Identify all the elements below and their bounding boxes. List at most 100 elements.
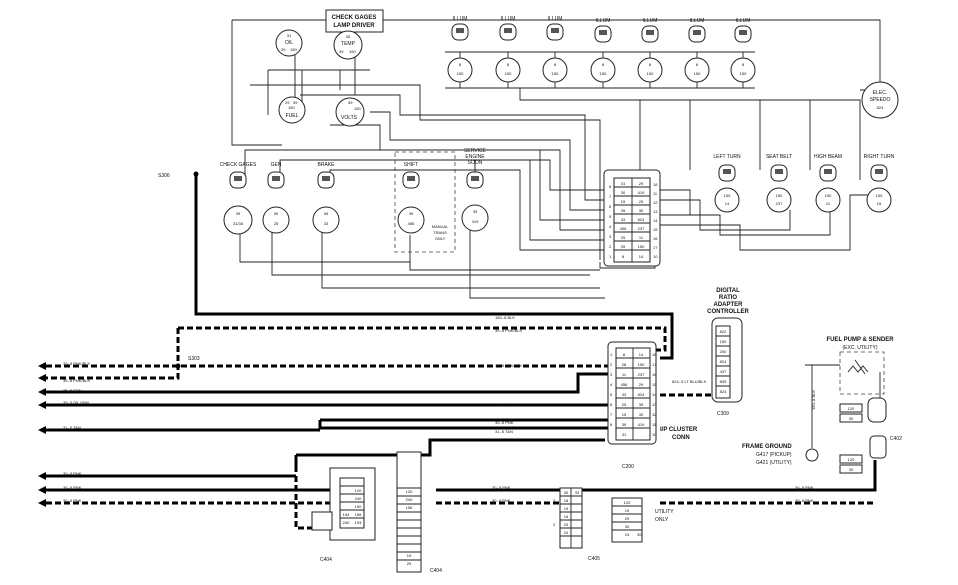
svg-text:8: 8 [610, 422, 613, 427]
svg-text:VOLTS: VOLTS [341, 115, 358, 121]
svg-text:150: 150 [776, 193, 783, 198]
svg-text:10: 10 [652, 432, 657, 437]
svg-text:6: 6 [609, 204, 612, 209]
svg-text:C404: C404 [320, 557, 332, 563]
svg-text:C405: C405 [588, 556, 600, 562]
svg-text:SPEEDO: SPEEDO [870, 97, 891, 103]
svg-text:39: 39 [622, 422, 627, 427]
svg-text:25: 25 [639, 199, 644, 204]
svg-text:S303: S303 [188, 356, 200, 362]
svg-text:2: 2 [553, 522, 556, 527]
svg-text:3: 3 [610, 372, 613, 377]
svg-text:456: 456 [408, 221, 415, 226]
svg-text:29: 29 [639, 181, 644, 186]
svg-text:30-.8 PNK: 30-.8 PNK [63, 485, 82, 490]
svg-text:31: 31 [622, 432, 627, 437]
svg-text:15: 15 [652, 382, 657, 387]
svg-text:150: 150 [638, 244, 645, 249]
splice-s303: S303 [175, 356, 200, 369]
svg-text:S306: S306 [158, 173, 170, 179]
svg-text:35: 35 [621, 208, 626, 213]
fuel-pump-sender: FUEL PUMP & SENDER (EXC. UTILITY) 120 30… [826, 337, 902, 474]
svg-text:150: 150 [638, 362, 645, 367]
svg-text:15: 15 [877, 201, 882, 206]
svg-text:30-.8 PNK: 30-.8 PNK [63, 498, 82, 503]
wire-labels: 150-.8 BLK 39-.8 PNK/BLK 39-.8 PNK/BLK 3… [63, 315, 816, 503]
svg-text:39-.8 PNK/BLK: 39-.8 PNK/BLK [495, 363, 522, 368]
svg-text:1: 1 [610, 352, 613, 357]
svg-text:7: 7 [609, 194, 612, 199]
svg-text:SERVICE: SERVICE [464, 148, 487, 154]
svg-text:15: 15 [621, 199, 626, 204]
lower-harness-wires [46, 174, 877, 530]
svg-text:39-.8 PNK/BLK: 39-.8 PNK/BLK [63, 361, 90, 366]
svg-text:12: 12 [652, 412, 657, 417]
svg-text:150: 150 [288, 105, 295, 110]
svg-text:4: 4 [610, 382, 613, 387]
svg-text:25: 25 [622, 402, 627, 407]
svg-text:OIL: OIL [285, 40, 293, 46]
illum-lamp-5: ILLUM 8 150 [637, 18, 663, 83]
svg-text:33: 33 [622, 392, 627, 397]
svg-text:30: 30 [621, 190, 626, 195]
svg-text:194: 194 [343, 512, 350, 517]
svg-text:822: 822 [720, 329, 727, 334]
svg-text:824-.5 LT BLU/BLK: 824-.5 LT BLU/BLK [672, 379, 707, 384]
svg-text:39: 39 [293, 100, 298, 105]
svg-text:ILLUM: ILLUM [453, 16, 468, 22]
svg-text:CONTROLLER: CONTROLLER [707, 309, 749, 315]
svg-text:ILLUM: ILLUM [736, 18, 751, 24]
svg-text:437: 437 [720, 369, 727, 374]
svg-text:ILLUM: ILLUM [690, 18, 705, 24]
svg-text:30-.8 PNK: 30-.8 PNK [492, 498, 511, 503]
svg-text:ONLY: ONLY [435, 236, 446, 241]
temp-gauge: 35 TEMP 39 150 [333, 30, 363, 60]
svg-text:MANUAL: MANUAL [432, 224, 449, 229]
svg-text:18: 18 [564, 498, 569, 503]
svg-text:150: 150 [290, 47, 297, 52]
svg-text:839: 839 [720, 379, 727, 384]
svg-text:18: 18 [652, 352, 657, 357]
svg-text:G421 (UTILITY): G421 (UTILITY) [756, 460, 792, 466]
svg-text:824: 824 [720, 389, 727, 394]
oil-gauge: 31 OIL 39 150 [275, 29, 303, 57]
svg-text:25: 25 [274, 221, 279, 226]
svg-text:ILLUM: ILLUM [501, 16, 516, 22]
svg-text:29: 29 [407, 561, 412, 566]
svg-text:30: 30 [639, 208, 644, 213]
svg-text:15: 15 [622, 412, 627, 417]
svg-text:CHECK GAGES: CHECK GAGES [220, 162, 257, 168]
svg-text:35-.5 DK GRN: 35-.5 DK GRN [495, 402, 521, 407]
arrow-left-icon [38, 426, 46, 434]
svg-text:17: 17 [653, 245, 658, 250]
svg-text:824: 824 [877, 105, 884, 110]
svg-text:35-.5 DK GRN: 35-.5 DK GRN [63, 400, 89, 405]
illum-lamp-4: ILLUM 8 150 [590, 18, 616, 83]
svg-text:3: 3 [553, 498, 556, 503]
frame-ground: FRAME GROUND G417 (PICKUP) G421 (UTILITY… [742, 444, 819, 466]
svg-text:TRANS: TRANS [433, 230, 447, 235]
svg-text:39-.8 PNK/BLK: 39-.8 PNK/BLK [63, 378, 90, 383]
svg-text:CHECK GAGES: CHECK GAGES [332, 15, 377, 21]
svg-text:39: 39 [348, 100, 353, 105]
svg-text:ILLUM: ILLUM [643, 18, 658, 24]
svg-text:150: 150 [724, 193, 731, 198]
svg-text:30: 30 [849, 416, 854, 421]
volts-gauge: 39 150 VOLTS [335, 97, 365, 127]
svg-text:10: 10 [653, 254, 658, 259]
svg-text:150-.8 BLK: 150-.8 BLK [495, 315, 515, 320]
svg-text:150: 150 [694, 71, 701, 76]
illum-lamp-7: ILLUM 8 150 [730, 18, 756, 83]
svg-text:5: 5 [609, 214, 612, 219]
svg-text:29: 29 [639, 382, 644, 387]
svg-text:30: 30 [637, 532, 642, 537]
svg-text:30-.5 PNK: 30-.5 PNK [495, 420, 514, 425]
svg-text:FRAME GROUND: FRAME GROUND [742, 444, 792, 450]
illum-lamp-1: ILLUM 8 150 [447, 16, 473, 83]
svg-text:FUEL: FUEL [286, 113, 299, 119]
svg-text:31/35: 31/35 [233, 221, 244, 226]
svg-text:14: 14 [639, 254, 644, 259]
svg-text:39: 39 [621, 244, 626, 249]
